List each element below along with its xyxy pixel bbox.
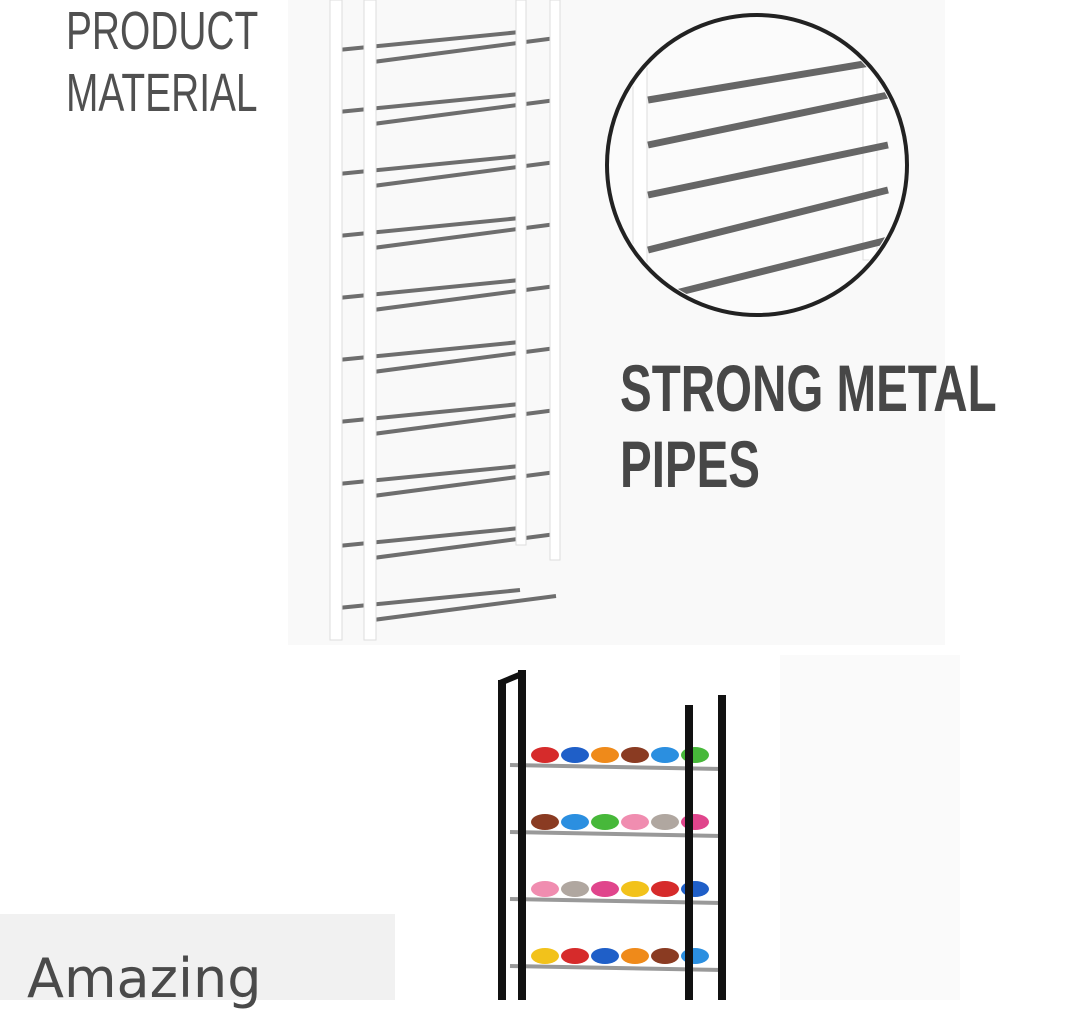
shoe: [531, 747, 559, 763]
black-rack-with-shoes: [498, 670, 726, 1000]
product-material-heading: PRODUCT MATERIAL: [66, 0, 258, 124]
rack-rod: [372, 160, 557, 188]
feature-banner-text: Amazing: [27, 947, 262, 1010]
shoe: [621, 747, 649, 763]
shoe: [561, 814, 589, 830]
white-rack-illustration: [329, 0, 909, 641]
product-photo-black-rack: [490, 665, 735, 1000]
product-photo-placeholder: [780, 655, 960, 1000]
callout-line-1: STRONG METAL: [620, 351, 997, 425]
rack-rod: [372, 532, 557, 560]
product-photo-white-rack: [288, 0, 945, 645]
rack-rod: [372, 284, 557, 312]
shoe: [651, 747, 679, 763]
shoe: [651, 881, 679, 897]
rack-rod: [372, 594, 557, 622]
shoe: [531, 948, 559, 964]
shoe: [621, 948, 649, 964]
rack-rod: [372, 36, 557, 64]
shoe: [531, 881, 559, 897]
rack-rod: [372, 98, 557, 126]
shoe: [561, 881, 589, 897]
callout-line-2: PIPES: [620, 427, 760, 501]
heading-line-2: MATERIAL: [66, 63, 258, 123]
shoe: [561, 747, 589, 763]
shoe: [561, 948, 589, 964]
shoe: [591, 948, 619, 964]
rack-rod: [372, 408, 557, 436]
shoe: [651, 814, 679, 830]
shoe: [591, 747, 619, 763]
rack-rod: [372, 222, 557, 250]
shoe: [621, 814, 649, 830]
strong-metal-pipes-callout: STRONG METAL PIPES: [620, 350, 997, 502]
shoe: [531, 814, 559, 830]
shoe: [651, 948, 679, 964]
shoe: [591, 881, 619, 897]
shoe: [621, 881, 649, 897]
rack-rod: [372, 470, 557, 498]
feature-banner: [0, 914, 395, 1000]
shoe: [591, 814, 619, 830]
heading-line-1: PRODUCT: [66, 1, 259, 61]
rack-rod: [372, 346, 557, 374]
